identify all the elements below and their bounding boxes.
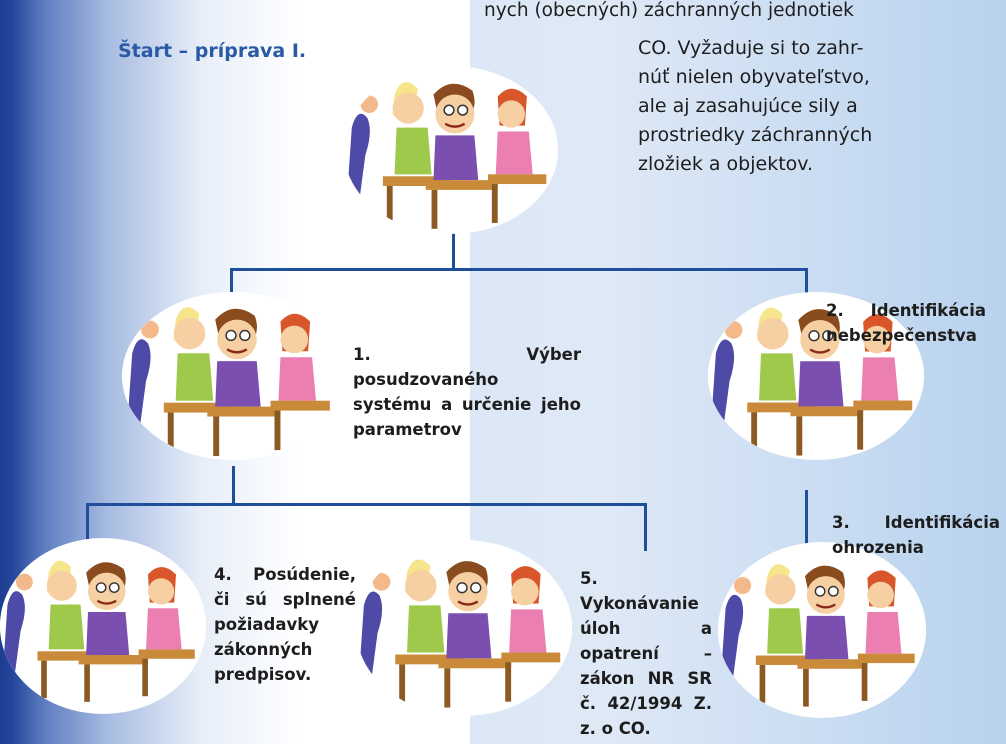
connector-mid-vertical bbox=[232, 466, 235, 506]
classroom-students-icon bbox=[124, 292, 342, 460]
connector-bottom-left-drop bbox=[86, 503, 89, 551]
step-4-label: 4. Posúdenie, či sú splnené požiadavky z… bbox=[214, 565, 356, 684]
connector-top-horizontal bbox=[230, 268, 808, 271]
connector-top-vertical bbox=[452, 232, 455, 270]
intro-top-line: nych (obecných) záchranných jednotiek bbox=[484, 0, 854, 21]
classroom-students-icon bbox=[344, 67, 558, 233]
classroom-illustration-step3 bbox=[718, 542, 926, 718]
connector-bottom-right-drop bbox=[644, 503, 647, 551]
step-3-label: 3. Identifikácia ohrozenia bbox=[832, 513, 1000, 557]
step-5-label: 5. Vykonávanie úloh a opatrení – zákon N… bbox=[580, 569, 712, 738]
classroom-illustration-step1 bbox=[122, 292, 344, 460]
step-1-label: 1. Výber posudzovaného systému a určenie… bbox=[353, 345, 581, 439]
classroom-illustration-step4 bbox=[0, 538, 206, 714]
intro-text: CO. Vyžaduje si to zahr- núť nielen obyv… bbox=[638, 37, 873, 175]
connector-bottom-horizontal bbox=[86, 503, 647, 506]
step-2-label: 2. Identifikácia nebezpečenstva bbox=[826, 301, 986, 345]
classroom-students-icon bbox=[356, 544, 572, 712]
classroom-students-icon bbox=[718, 549, 926, 711]
slide-title: Štart – príprava I. bbox=[118, 40, 307, 62]
connector-right-vertical bbox=[805, 490, 808, 546]
classroom-illustration-step2 bbox=[708, 292, 924, 460]
classroom-students-icon bbox=[0, 546, 206, 706]
classroom-students-icon bbox=[708, 292, 924, 460]
classroom-illustration-step5 bbox=[356, 540, 572, 716]
classroom-illustration-top bbox=[344, 66, 558, 234]
